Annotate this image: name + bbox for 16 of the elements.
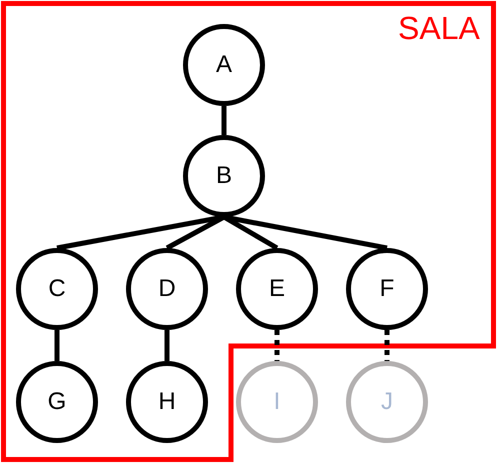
connector-line [164,330,170,361]
circle-node: F [346,248,428,330]
connector-line [54,330,60,361]
circle-node: D [126,248,208,330]
circle-node: B [183,135,265,217]
dashed-connector [274,330,280,361]
circle-node: E [236,248,318,330]
circle-node: H [126,361,208,443]
circle-node: J [346,361,428,443]
circle-node: I [236,361,318,443]
region-title: SALA [398,12,480,44]
circle-node: C [16,248,98,330]
dashed-connector [384,330,390,361]
circle-node: G [16,361,98,443]
circle-node: A [183,24,265,106]
connector-line [222,106,226,135]
